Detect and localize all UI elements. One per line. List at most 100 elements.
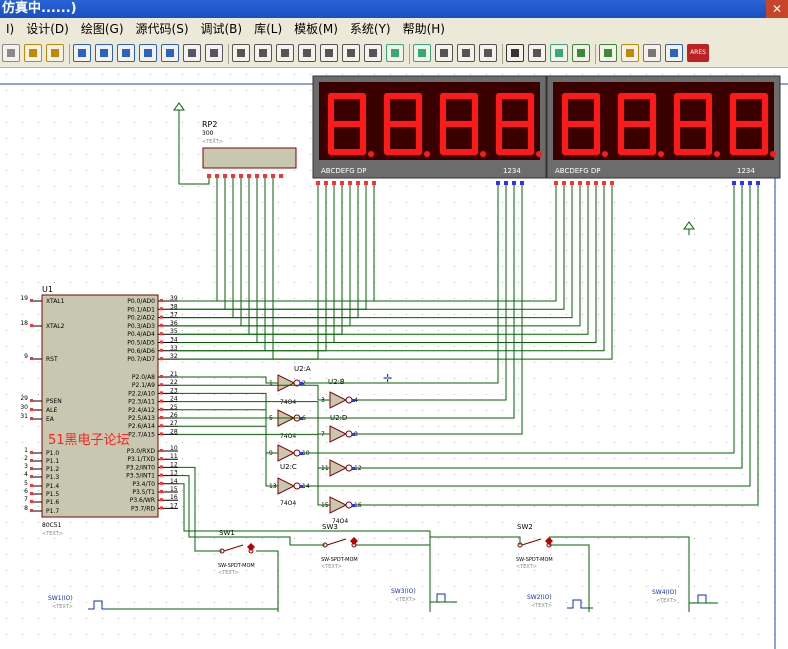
display-pin (586, 181, 590, 185)
block-rotate-icon[interactable] (342, 44, 360, 62)
make-device-icon[interactable] (413, 44, 431, 62)
display-digits-label: 1234 (737, 167, 755, 175)
grid-dot (678, 474, 679, 475)
grid-dot (534, 250, 535, 251)
p0-to-seg-wire (178, 185, 319, 360)
grid-dot (614, 506, 615, 507)
grid-dot (470, 282, 471, 283)
grid-dot (630, 346, 631, 347)
menu-item-graph[interactable]: 绘图(G) (80, 22, 124, 36)
grid-icon[interactable] (2, 44, 20, 62)
grid-dot (406, 298, 407, 299)
pan-icon[interactable] (73, 44, 91, 62)
grid-dot (70, 250, 71, 251)
grid-dot (390, 282, 391, 283)
packaging-icon[interactable] (435, 44, 453, 62)
grid-dot (22, 362, 23, 363)
grid-dot (118, 602, 119, 603)
bill-icon[interactable] (643, 44, 661, 62)
menu-item-template[interactable]: 模板(M) (294, 22, 338, 36)
display-pin (610, 181, 614, 185)
grid-dot (230, 554, 231, 555)
block-copy-icon[interactable] (298, 44, 316, 62)
grid-dot (454, 282, 455, 283)
grid-dot (230, 170, 231, 171)
grid-dot (662, 314, 663, 315)
grid-dot (678, 458, 679, 459)
grid-dot (134, 282, 135, 283)
grid-dot (598, 442, 599, 443)
netlist-icon[interactable] (621, 44, 639, 62)
grid-dot (726, 362, 727, 363)
grid-dot (758, 570, 759, 571)
grid-dot (150, 618, 151, 619)
grid-dot (70, 634, 71, 635)
cut-icon[interactable] (232, 44, 250, 62)
origin-icon[interactable] (46, 44, 64, 62)
pick-device-icon[interactable] (386, 44, 404, 62)
ares-icon[interactable]: ARES (687, 44, 709, 62)
paste-icon[interactable] (276, 44, 294, 62)
grid-dot (438, 522, 439, 523)
grid-dot (374, 410, 375, 411)
electrical-check-icon[interactable] (665, 44, 683, 62)
inverter-gate (277, 477, 296, 495)
zoom-out-icon[interactable] (117, 44, 135, 62)
design-explorer-icon[interactable] (550, 44, 568, 62)
new-sheet-icon[interactable] (572, 44, 590, 62)
grid-dot (198, 250, 199, 251)
menu-item-design[interactable]: 设计(D) (26, 22, 69, 36)
grid-dot (614, 298, 615, 299)
close-button[interactable]: ✕ (766, 0, 788, 18)
menu-item-file[interactable]: I) (6, 22, 15, 36)
zoom-in-icon-glyph (100, 49, 108, 57)
menu-item-help[interactable]: 帮助(H) (402, 22, 445, 36)
grid-dot (390, 570, 391, 571)
grid-dot (294, 394, 295, 395)
grid-dot (502, 554, 503, 555)
grid-dot (646, 74, 647, 75)
grid-dot (502, 442, 503, 443)
grid-dot (438, 266, 439, 267)
menu-item-library[interactable]: 库(L) (254, 22, 283, 36)
u1-pin-name: P3.5/T1 (132, 489, 155, 496)
menu-item-system[interactable]: 系统(Y) (349, 22, 391, 36)
wire-autoroute-icon[interactable] (479, 44, 497, 62)
undo-icon[interactable] (183, 44, 201, 62)
grid-dot (726, 266, 727, 267)
segment-dp (602, 151, 608, 157)
property-tool-icon[interactable] (528, 44, 546, 62)
grid-dot (22, 490, 23, 491)
zoom-area-icon[interactable] (161, 44, 179, 62)
menu-item-source[interactable]: 源代码(S) (135, 22, 189, 36)
grid-dot (246, 234, 247, 235)
segment-dp (714, 151, 720, 157)
grid-dot (406, 586, 407, 587)
switch-text: <TEXT> (321, 564, 342, 570)
grid-dot (198, 634, 199, 635)
cross-icon[interactable] (24, 44, 42, 62)
grid-dot (454, 586, 455, 587)
grid-dot (54, 90, 55, 91)
block-move-icon[interactable] (320, 44, 338, 62)
grid-dot (614, 330, 615, 331)
display-pin (332, 181, 336, 185)
zoom-all-icon[interactable] (139, 44, 157, 62)
copy-icon[interactable] (254, 44, 272, 62)
grid-dot (646, 538, 647, 539)
zoom-in-icon[interactable] (95, 44, 113, 62)
grid-dot (38, 522, 39, 523)
remove-sheet-icon[interactable] (599, 44, 617, 62)
search-icon[interactable] (506, 44, 524, 62)
block-delete-icon[interactable] (364, 44, 382, 62)
menu-item-debug[interactable]: 调试(B) (200, 22, 243, 36)
grid-dot (198, 538, 199, 539)
u1-pin-number: 23 (170, 387, 178, 394)
grid-dot (598, 282, 599, 283)
grid-dot (694, 202, 695, 203)
decompose-icon[interactable] (457, 44, 475, 62)
grid-dot (102, 586, 103, 587)
redo-icon[interactable] (205, 44, 223, 62)
grid-dot (214, 362, 215, 363)
